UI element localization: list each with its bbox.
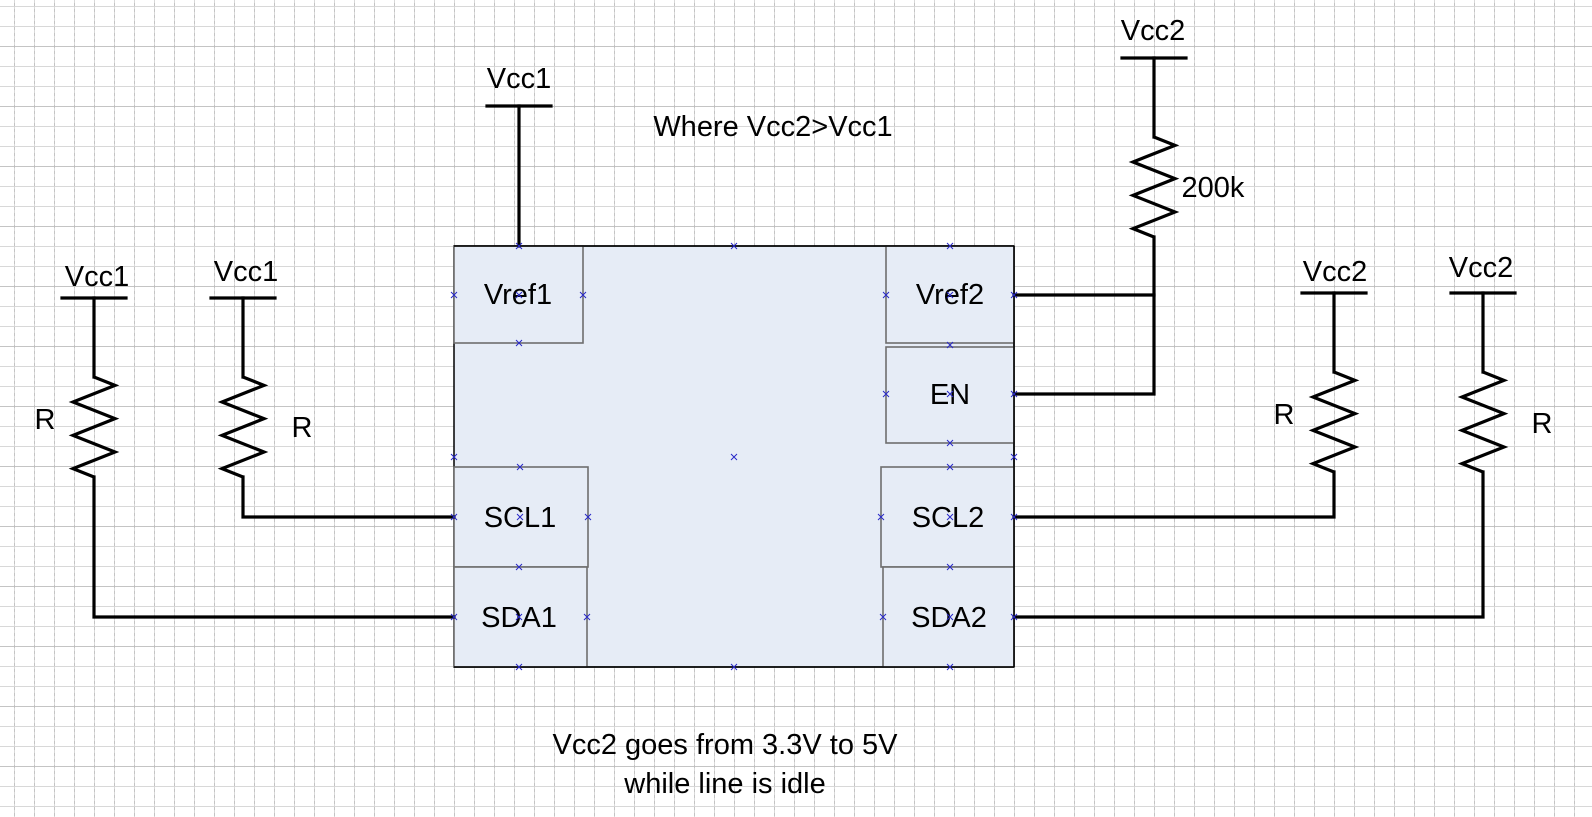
connection-anchor-marker — [882, 390, 890, 398]
connection-anchor-marker — [946, 663, 954, 671]
pin-box-en[interactable] — [885, 346, 1015, 444]
connection-anchor-marker — [946, 341, 954, 349]
wire-r-to-sda1[interactable] — [92, 475, 456, 619]
wire-r-to-sda2[interactable] — [1012, 470, 1485, 619]
pin-label-scl1: SCL1 — [484, 502, 557, 534]
resistor-label-sda2-pullup: R — [1532, 408, 1553, 440]
wire-r-to-scl2[interactable] — [1012, 470, 1336, 519]
connection-anchor-marker — [946, 513, 954, 521]
resistor-scl2-pullup[interactable] — [1308, 370, 1360, 474]
supply-label-scl1-pullup: Vcc1 — [214, 256, 278, 288]
connection-anchor-marker — [516, 513, 524, 521]
resistor-sda2-pullup[interactable] — [1457, 370, 1509, 474]
pin-label-sda1: SDA1 — [481, 602, 557, 634]
connection-anchor-marker — [946, 291, 954, 299]
wire-r-to-scl1[interactable] — [241, 475, 456, 519]
resistor-label-scl2-pullup: R — [1274, 399, 1295, 431]
connection-anchor-marker — [515, 663, 523, 671]
resistor-label-sda1-pullup: R — [35, 404, 56, 436]
connection-anchor-marker — [516, 463, 524, 471]
supply-label-vref1: Vcc1 — [487, 63, 551, 95]
connection-anchor-marker — [946, 439, 954, 447]
pin-box-sda1[interactable] — [453, 566, 588, 668]
connection-anchor-marker — [579, 291, 587, 299]
connection-anchor-marker — [450, 613, 458, 621]
connection-anchor-marker — [730, 242, 738, 250]
connection-anchor-marker — [1010, 291, 1018, 299]
pin-label-scl2: SCL2 — [912, 502, 985, 534]
supply-label-sda1-pullup: Vcc1 — [65, 261, 129, 293]
connection-anchor-marker — [1010, 390, 1018, 398]
wires-group — [60, 56, 1517, 619]
connection-anchor-marker — [1010, 453, 1018, 461]
pin-label-vref1: Vref1 — [484, 279, 552, 311]
connection-anchor-marker — [946, 242, 954, 250]
resistor-label-200k: 200k — [1182, 172, 1245, 204]
connection-anchor-marker — [877, 513, 885, 521]
connection-anchor-marker — [583, 613, 591, 621]
connection-anchor-marker — [879, 613, 887, 621]
connection-anchor-marker — [946, 463, 954, 471]
connection-anchor-marker — [882, 291, 890, 299]
connection-anchor-marker — [515, 613, 523, 621]
supply-label-sda2-pullup: Vcc2 — [1449, 252, 1513, 284]
pin-label-en: EN — [930, 379, 970, 411]
note-line-idle: while line is idle — [623, 768, 826, 800]
connection-anchor-marker — [515, 291, 523, 299]
connection-anchor-marker — [450, 453, 458, 461]
connection-anchor-marker — [515, 242, 523, 250]
supply-label-vref2: Vcc2 — [1121, 15, 1185, 47]
connection-anchor-marker — [1010, 613, 1018, 621]
resistor-label-scl1-pullup: R — [292, 412, 313, 444]
note-vcc2-range: Vcc2 goes from 3.3V to 5V — [553, 729, 899, 761]
connection-anchor-marker — [946, 613, 954, 621]
connection-anchor-marker — [450, 513, 458, 521]
resistor-sda1-pullup[interactable] — [68, 375, 120, 479]
anchor-markers-group — [450, 242, 1018, 671]
resistor-scl1-pullup[interactable] — [217, 375, 269, 479]
connection-anchor-marker — [1010, 513, 1018, 521]
connection-anchor-marker — [515, 339, 523, 347]
connection-anchor-marker — [450, 291, 458, 299]
connection-anchor-marker — [730, 663, 738, 671]
connection-anchor-marker — [584, 513, 592, 521]
connection-anchor-marker — [515, 563, 523, 571]
connection-anchor-marker — [946, 390, 954, 398]
resistor-200k[interactable] — [1128, 135, 1180, 239]
supply-label-scl2-pullup: Vcc2 — [1303, 256, 1367, 288]
wire-200k-to-en[interactable] — [1012, 235, 1156, 396]
connection-anchor-marker — [946, 563, 954, 571]
connection-anchor-marker — [730, 453, 738, 461]
note-where-vcc2-gt-vcc1: Where Vcc2>Vcc1 — [653, 111, 892, 143]
